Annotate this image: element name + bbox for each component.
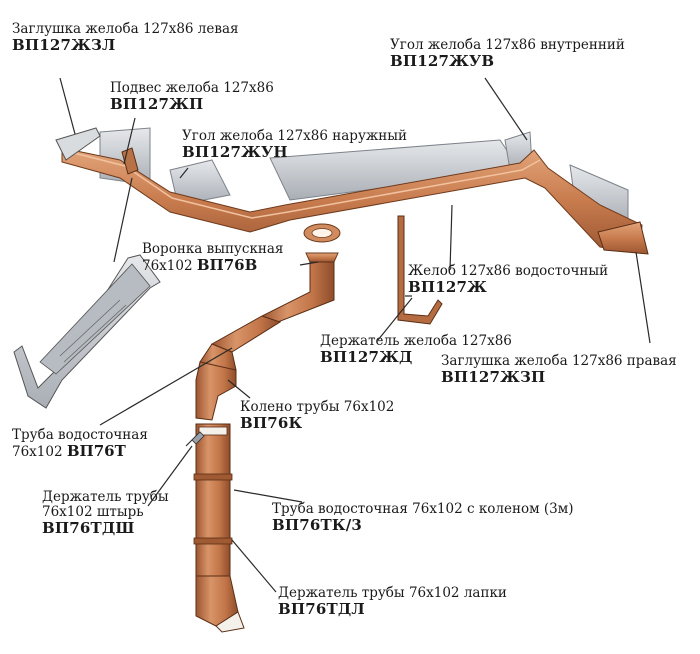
pipe-holder-pin-name: Держатель трубы: [42, 489, 169, 505]
pipe-holder-pin-code: ВП76ТДШ: [42, 518, 135, 537]
label-pipe-holder-clamp: Держатель трубы 76х102 лапки ВП76ТДЛ: [278, 586, 507, 617]
cap-right-code: ВП127ЖЗП: [441, 367, 546, 386]
cap-right-shape: [597, 221, 649, 255]
label-elbow: Колено трубы 76х102 ВП76К: [240, 400, 394, 431]
label-inner-corner: Угол желоба 127х86 внутренний ВП127ЖУВ: [390, 38, 625, 69]
leader-lines: [59, 77, 651, 593]
label-gutter-holder: Держатель желоба 127х86 ВП127ЖД: [320, 334, 512, 365]
pipe-holder-clamp-name: Держатель трубы 76х102 лапки: [278, 585, 507, 601]
pipe-size: 76х102: [12, 443, 63, 460]
gutter-name: Желоб 127х86 водосточный: [408, 263, 609, 279]
funnel-size: 76х102: [142, 257, 193, 274]
pipe-holder-clamp-code: ВП76ТДЛ: [278, 599, 365, 618]
elbow-code: ВП76К: [240, 413, 303, 432]
outer-corner-code: ВП127ЖУН: [182, 142, 288, 161]
funnel-shape: [303, 223, 341, 263]
pipe-code: ВП76Т: [66, 441, 126, 460]
funnel-size-row: 76х102 ВП76В: [142, 257, 283, 274]
inner-corner-name: Угол желоба 127х86 внутренний: [390, 37, 625, 53]
hanger-detail: [13, 254, 161, 409]
funnel-name: Воронка выпускная: [142, 241, 284, 257]
downpipe: [193, 261, 335, 633]
label-pipe-holder-pin: Держатель трубы 76х102 штырь ВП76ТДШ: [42, 490, 169, 536]
pipe-name: Труба водосточная: [12, 427, 148, 443]
label-outer-corner: Угол желоба 127х86 наружный ВП127ЖУН: [182, 129, 407, 160]
pipe-holder-pin-size: 76х102 штырь: [42, 503, 144, 520]
pipe-holder-pin-shape: [185, 431, 205, 447]
cap-left-name: Заглушка желоба 127х86 левая: [12, 21, 239, 37]
outer-corner-name: Угол желоба 127х86 наружный: [182, 128, 408, 144]
hanger-code: ВП127ЖП: [110, 94, 204, 113]
cap-right-name: Заглушка желоба 127х86 правая: [441, 353, 677, 369]
label-funnel: Воронка выпускная 76х102 ВП76В: [142, 242, 283, 274]
label-pipe-with-elbow: Труба водосточная 76х102 с коленом (3м) …: [272, 502, 574, 533]
gutter-code: ВП127Ж: [408, 277, 488, 296]
hanger-name: Подвес желоба 127х86: [110, 80, 274, 96]
label-gutter: Желоб 127х86 водосточный ВП127Ж: [408, 264, 608, 295]
gutter-holder-shape: [397, 215, 443, 325]
cap-left-shape: [55, 127, 101, 161]
inner-corner-code: ВП127ЖУВ: [390, 51, 495, 70]
pipe-with-elbow-code: ВП76ТК/3: [272, 515, 363, 534]
gutter-holder-code: ВП127ЖД: [320, 347, 413, 366]
pipe-size-row: 76х102 ВП76Т: [12, 443, 148, 460]
gutter-holder-name: Держатель желоба 127х86: [320, 333, 512, 349]
elbow-name: Колено трубы 76х102: [240, 399, 395, 415]
label-cap-left: Заглушка желоба 127х86 левая ВП127ЖЗЛ: [12, 22, 239, 53]
label-cap-right: Заглушка желоба 127х86 правая ВП127ЖЗП: [441, 354, 677, 385]
label-hanger: Подвес желоба 127х86 ВП127ЖП: [110, 81, 274, 112]
pipe-with-elbow-name: Труба водосточная 76х102 с коленом (3м): [272, 501, 574, 517]
funnel-code: ВП76В: [196, 255, 258, 274]
label-pipe: Труба водосточная 76х102 ВП76Т: [12, 428, 148, 460]
cap-left-code: ВП127ЖЗЛ: [12, 35, 116, 54]
